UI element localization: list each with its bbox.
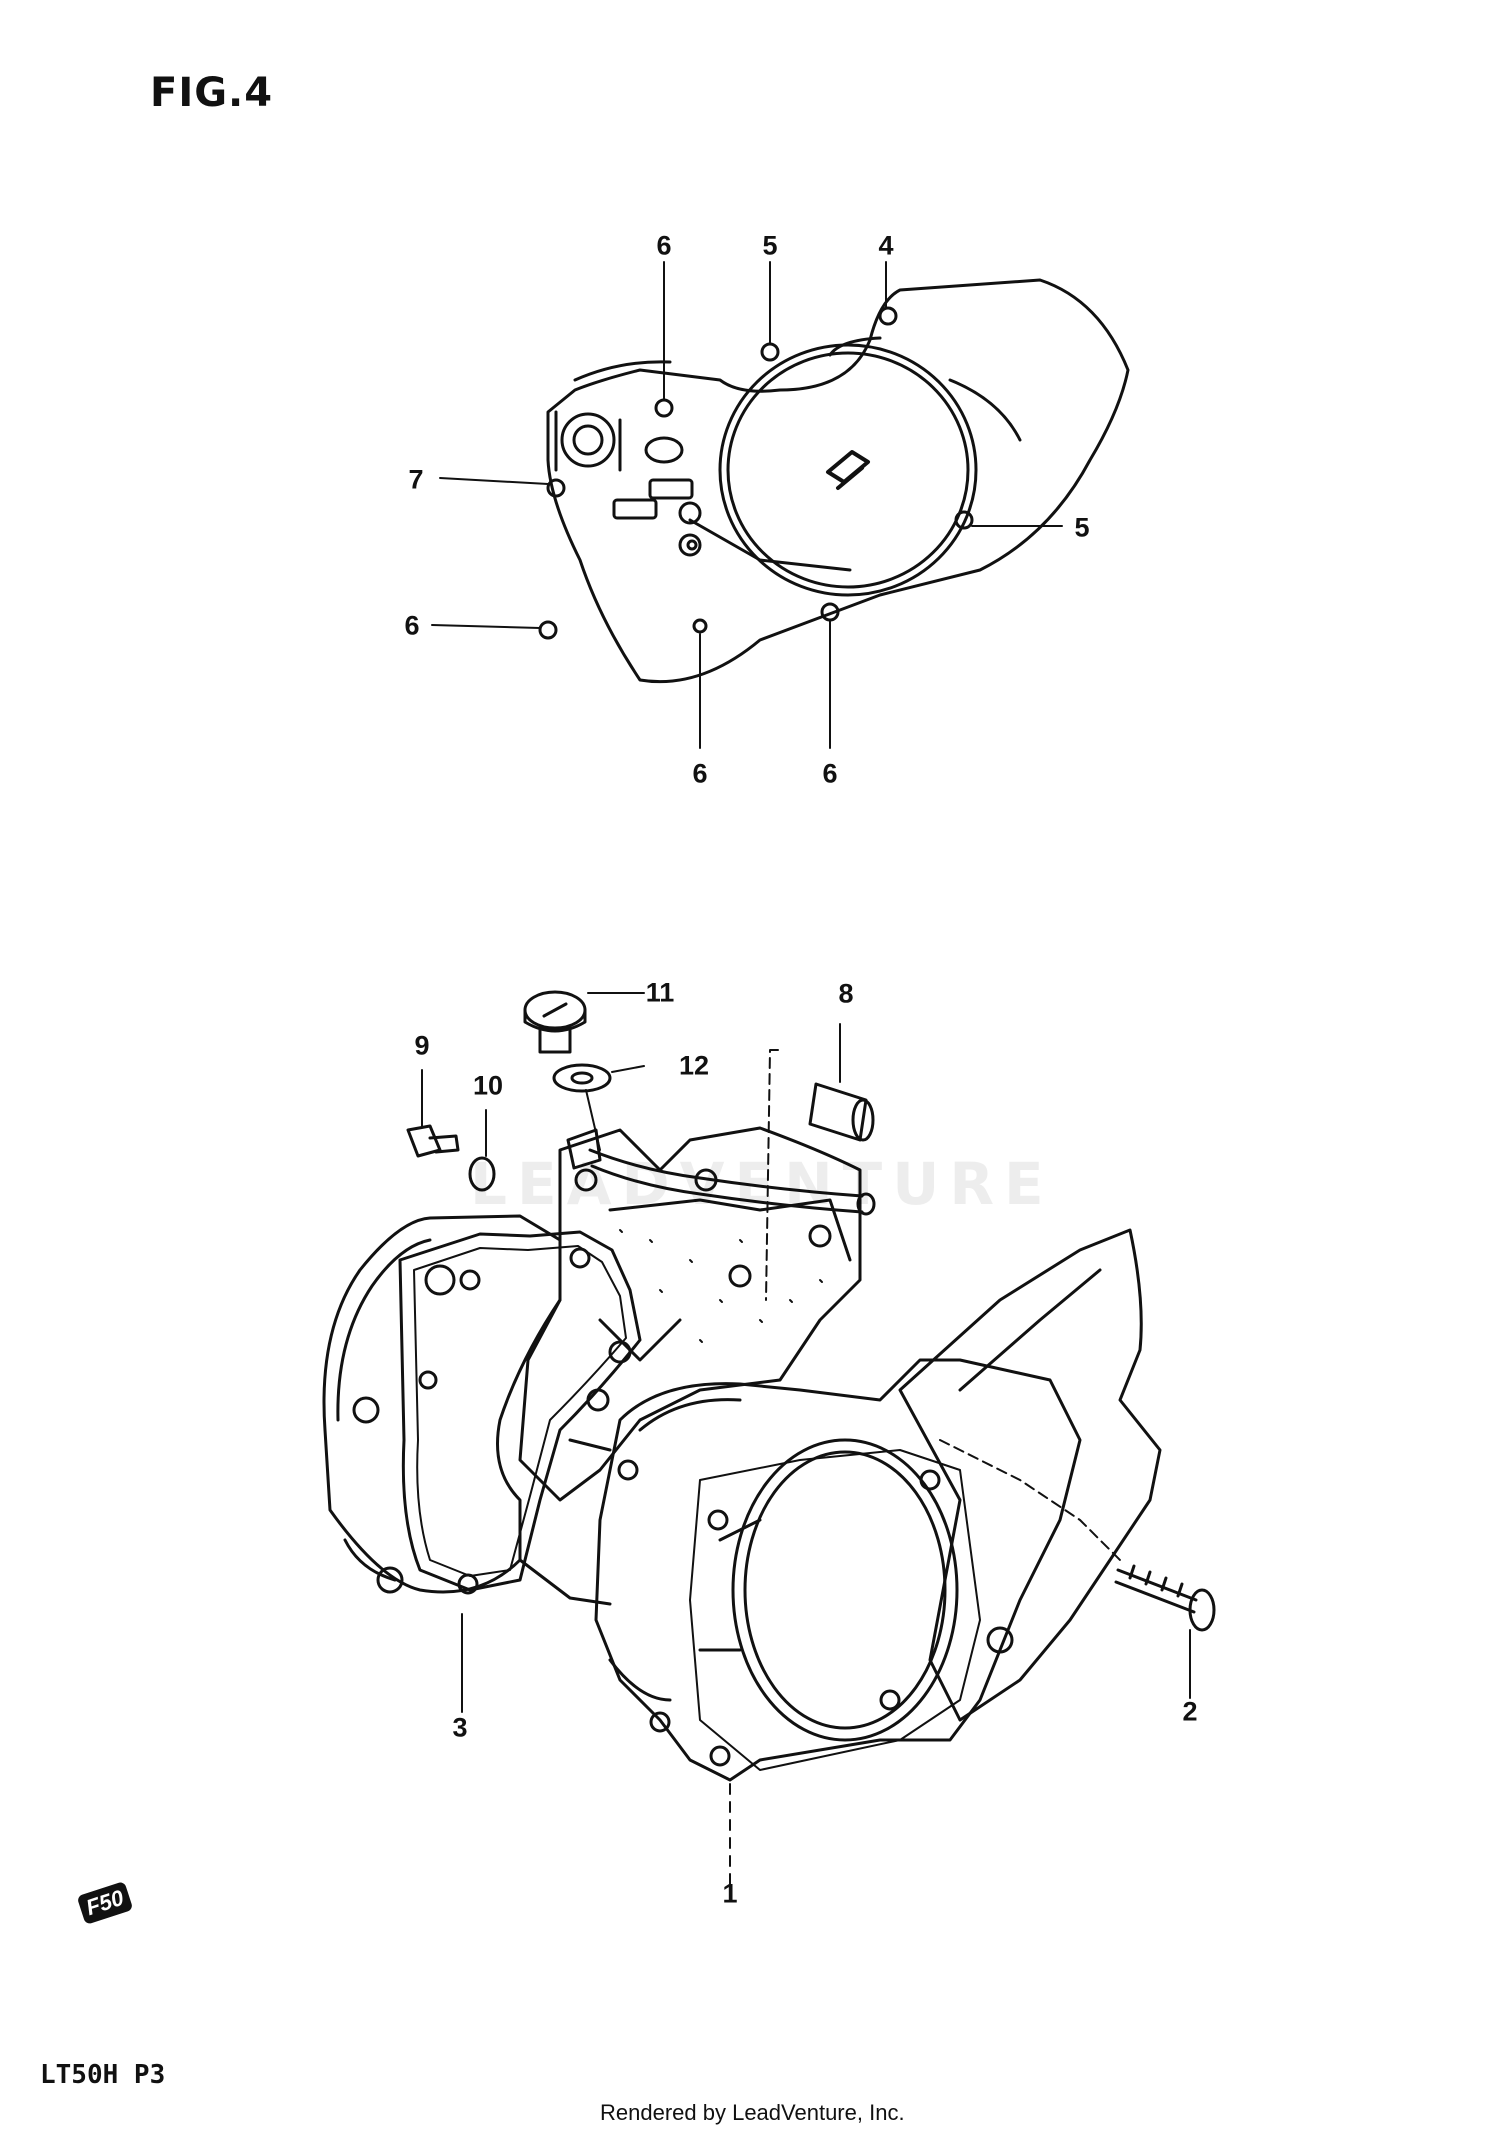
callout-7: 7 xyxy=(408,464,424,495)
callout-3: 3 xyxy=(452,1712,468,1743)
washer-10 xyxy=(468,1156,496,1192)
screw-2 xyxy=(1114,1564,1216,1632)
cover-gasket xyxy=(398,1230,642,1595)
watermark-text: LEADVENTURE xyxy=(470,1150,1054,1218)
callout-9: 9 xyxy=(414,1030,430,1061)
callout-6-bottom-a: 6 xyxy=(692,758,708,789)
callout-1: 1 xyxy=(722,1878,738,1909)
figure-title: FIG.4 xyxy=(150,70,274,116)
render-credit: Rendered by LeadVenture, Inc. xyxy=(600,2100,905,2125)
clutch-cover xyxy=(594,1358,1082,1782)
callout-10: 10 xyxy=(472,1070,504,1101)
chain-cover xyxy=(898,1228,1162,1722)
dowel-pin xyxy=(808,1082,875,1142)
washer xyxy=(552,1063,612,1093)
magneto-cover xyxy=(538,278,1130,684)
leader-lines-top xyxy=(431,261,1063,749)
oil-filler-plug xyxy=(523,990,587,1054)
bolt-9 xyxy=(406,1124,460,1158)
leader-lines-bottom xyxy=(421,992,1191,1891)
callout-2: 2 xyxy=(1182,1696,1198,1727)
crankcase-body xyxy=(518,1126,876,1502)
callout-5-top: 5 xyxy=(762,230,778,261)
callout-8: 8 xyxy=(838,978,854,1009)
callout-6-bottom-b: 6 xyxy=(822,758,838,789)
outer-cover xyxy=(322,1214,612,1606)
callout-5-right: 5 xyxy=(1074,512,1090,543)
callout-11: 11 xyxy=(645,977,675,1008)
callout-12: 12 xyxy=(678,1050,710,1081)
model-code: LT50H P3 xyxy=(40,2060,166,2090)
callout-6-left: 6 xyxy=(404,610,420,641)
callout-4: 4 xyxy=(878,230,894,261)
callout-6-top: 6 xyxy=(656,230,672,261)
